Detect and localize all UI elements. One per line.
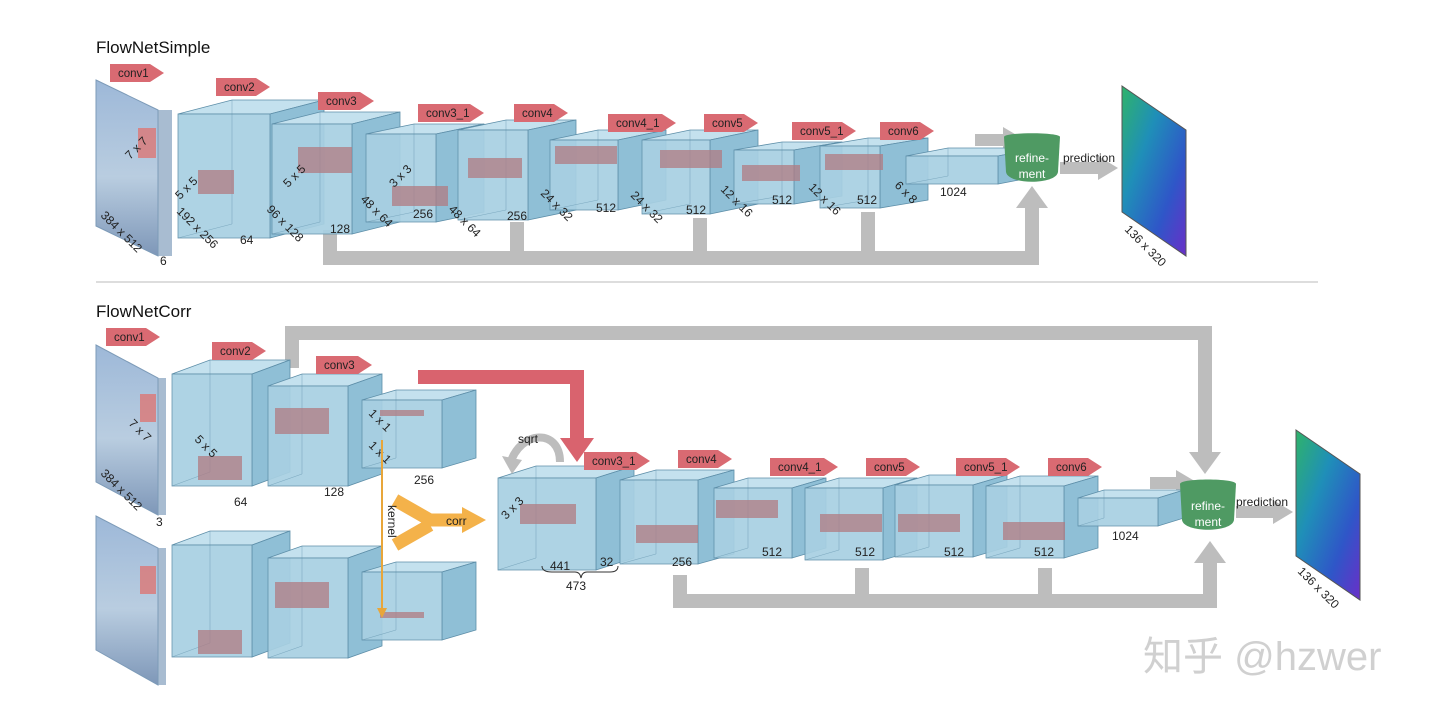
corr-bottom-skip-arrowhead — [1194, 541, 1226, 563]
skip-connection-paths — [285, 127, 1226, 608]
simple-tag-conv3_1-label: conv3_1 — [426, 108, 469, 120]
c-block-conv5_1 — [985, 475, 1099, 559]
corr-bottom-skip-path — [673, 560, 1217, 608]
simple-tag-conv3-label: conv3 — [326, 96, 357, 108]
corr-top-skip-path — [285, 326, 1212, 455]
simple-refinement-node — [1004, 133, 1060, 182]
corr-channels-5: 32 — [600, 555, 614, 569]
corr-output-flow-image — [1295, 429, 1361, 601]
corr-top-skip-arrowhead — [1189, 452, 1221, 474]
simple-tag-conv5_1: conv5_1 — [792, 122, 856, 140]
corr-tag-conv2: conv2 — [212, 342, 266, 360]
corr-channels-6: 473 — [566, 579, 586, 593]
corr-tag-conv6: conv6 — [1048, 458, 1102, 476]
corr-tag-conv5_1: conv5_1 — [956, 458, 1020, 476]
simple-refinement-label-2: ment — [1019, 167, 1046, 181]
corr-channels-8: 512 — [762, 545, 782, 559]
corr-prediction-arrowhead — [1273, 500, 1293, 524]
sqrt-curved-arrow — [506, 433, 564, 466]
sqrt-arrowhead — [502, 456, 522, 474]
corr-prediction-label: prediction — [1236, 495, 1288, 509]
corr-channels-2: 128 — [324, 485, 344, 499]
corr-tag-conv4: conv4 — [678, 450, 732, 468]
simple-channels-3: 256 — [413, 207, 433, 221]
simple-channels-6: 512 — [686, 203, 706, 217]
simple-tag-conv2-label: conv2 — [224, 82, 255, 94]
corr-refinement-label-1: refine- — [1191, 499, 1225, 513]
corr-channels-1: 64 — [234, 495, 248, 509]
simple-tag-conv4_1: conv4_1 — [608, 114, 676, 132]
simple-channels-0: 6 — [160, 254, 167, 268]
c-block-conv3-redir — [361, 389, 477, 469]
simple-tag-conv3_1: conv3_1 — [418, 104, 484, 122]
c-block-conv3-c — [361, 561, 477, 641]
corr-tag-conv3_1-label: conv3_1 — [592, 456, 635, 468]
simple-tag-conv5-label: conv5 — [712, 118, 743, 130]
simple-tag-conv1-label: conv1 — [118, 68, 149, 80]
corr-tag-conv3-label: conv3 — [324, 360, 355, 372]
simple-prediction-arrowhead — [1098, 156, 1118, 180]
corr-tag-conv5-label: conv5 — [874, 462, 905, 474]
corr-refinement-label-2: ment — [1195, 515, 1222, 529]
kernel-connector-arrowhead — [377, 608, 387, 618]
corr-fork-arrow — [391, 494, 486, 551]
corr-tag-conv4_1-label: conv4_1 — [778, 462, 821, 474]
corr-channels-7: 256 — [672, 555, 692, 569]
simple-tag-conv4: conv4 — [514, 104, 568, 122]
simple-channels-4: 256 — [507, 209, 527, 223]
simple-channels-7: 512 — [772, 193, 792, 207]
simple-tag-conv5_1-label: conv5_1 — [800, 126, 843, 138]
sqrt-label: sqrt — [518, 432, 539, 446]
corr-channels-4: 441 — [550, 559, 570, 573]
simple-skip-path — [323, 205, 1039, 265]
corr-channels-10: 512 — [944, 545, 964, 559]
simple-channels-2: 128 — [330, 222, 350, 236]
corr-channels-9: 512 — [855, 545, 875, 559]
simple-tag-conv6: conv6 — [880, 122, 934, 140]
simple-tag-conv4-label: conv4 — [522, 108, 553, 120]
title-flownet-corr: FlowNetCorr — [96, 302, 192, 321]
c-block-corr — [497, 465, 635, 571]
simple-prediction-label: prediction — [1063, 151, 1115, 165]
watermark: 知乎 @hzwer — [1143, 635, 1381, 679]
corr-channels-0: 3 — [156, 515, 163, 529]
simple-tag-conv2: conv2 — [216, 78, 270, 96]
simple-tag-conv1: conv1 — [110, 64, 164, 82]
simple-refinement-label-1: refine- — [1015, 151, 1049, 165]
corr-tag-conv6-label: conv6 — [1056, 462, 1087, 474]
corr-tag-conv1: conv1 — [106, 328, 160, 346]
simple-tag-conv3: conv3 — [318, 92, 374, 110]
kernel-label: kernel — [385, 505, 399, 538]
c-block-conv6 — [1077, 489, 1185, 527]
corr-tag-conv1-label: conv1 — [114, 332, 145, 344]
simple-tag-conv5: conv5 — [704, 114, 758, 132]
corr-input-image-2 — [95, 515, 166, 686]
corr-tag-conv5_1-label: conv5_1 — [964, 462, 1007, 474]
simple-channels-5: 512 — [596, 201, 616, 215]
corr-refinement-node — [1180, 479, 1236, 530]
simple-channels-8: 512 — [857, 193, 877, 207]
simple-channels-9: 1024 — [940, 185, 967, 199]
corr-channels-12: 1024 — [1112, 529, 1139, 543]
corr-tag-conv5: conv5 — [866, 458, 920, 476]
simple-skip-arrowhead — [1016, 186, 1048, 208]
channel-brace — [541, 565, 619, 579]
conv-redir-path — [418, 370, 594, 462]
corr-tag-conv4_1: conv4_1 — [770, 458, 838, 476]
corr-tag-conv3: conv3 — [316, 356, 372, 374]
corr-tag-conv3_1: conv3_1 — [584, 452, 650, 470]
corr-tag-conv4-label: conv4 — [686, 454, 717, 466]
simple-tag-conv4_1-label: conv4_1 — [616, 118, 659, 130]
simple-channels-1: 64 — [240, 233, 254, 247]
corr-label: corr — [446, 514, 467, 528]
corr-channels-11: 512 — [1034, 545, 1054, 559]
simple-output-flow-image — [1121, 85, 1187, 257]
corr-tag-conv2-label: conv2 — [220, 346, 251, 358]
simple-input-image — [95, 79, 172, 257]
title-flownet-simple: FlowNetSimple — [96, 38, 210, 57]
corr-input-image-1 — [95, 344, 166, 516]
corr-channels-3: 256 — [414, 473, 434, 487]
simple-tag-conv6-label: conv6 — [888, 126, 919, 138]
